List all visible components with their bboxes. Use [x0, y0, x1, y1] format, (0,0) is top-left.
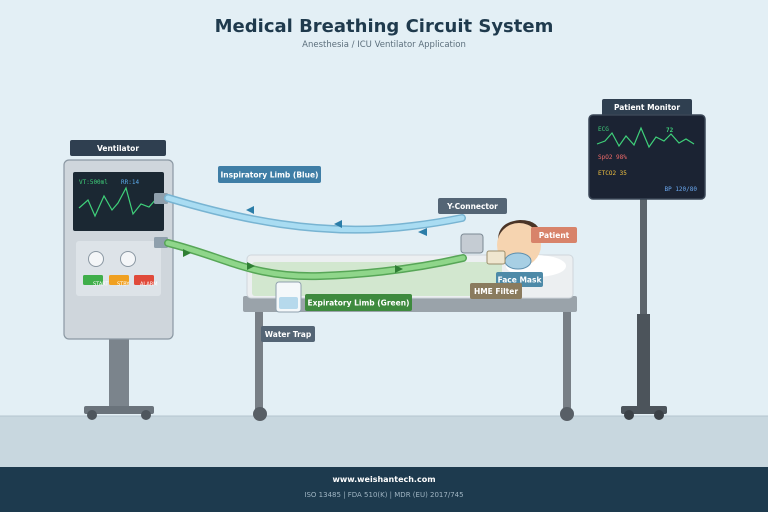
- inspiratory-flow-arrow-3: [418, 228, 427, 236]
- y-connector-callout: Y-Connector: [438, 198, 507, 214]
- water-trap-fluid: [279, 297, 298, 309]
- patient-monitor: Patient Monitor ECG 72 SpO2 98% ETCO2 35…: [588, 99, 706, 420]
- footer-bar: [0, 467, 768, 512]
- alarm-button-label: ALARM: [140, 282, 158, 288]
- ventilator-label-box: [70, 140, 166, 156]
- expiratory-limb-label: Expiratory Limb (Green): [308, 299, 410, 308]
- bed-wheel-right: [560, 407, 574, 421]
- monitor-ecg-label: ECG: [598, 126, 609, 133]
- footer-certifications: ISO 13485 | FDA 510(K) | MDR (EU) 2017/7…: [304, 491, 463, 499]
- hme-filter-label-box: [470, 283, 522, 299]
- ventilator-knob-left[interactable]: [88, 251, 104, 267]
- expiratory-limb-callout: Expiratory Limb (Green): [305, 294, 412, 311]
- inspiratory-tube: [165, 195, 465, 233]
- ventilator-wheel-left: [87, 410, 97, 420]
- start-button[interactable]: [83, 275, 103, 285]
- monitor-label: Patient Monitor: [614, 103, 680, 112]
- monitor-wheel-right: [654, 410, 664, 420]
- expiratory-tube: [165, 240, 466, 279]
- footer-website-link[interactable]: www.weishantech.com: [332, 475, 435, 484]
- monitor-stand-pole: [640, 198, 647, 316]
- patient-callout: Patient: [531, 227, 577, 243]
- hme-filter: [486, 250, 506, 265]
- monitor-label-box: [602, 99, 692, 116]
- alarm-button[interactable]: [134, 275, 154, 285]
- page-title: Medical Breathing Circuit System: [215, 16, 554, 37]
- inspiratory-limb-callout: Inspiratory Limb (Blue): [218, 166, 321, 183]
- monitor-heart-rate: 72: [666, 127, 674, 134]
- expiratory-limb-label-box: [305, 294, 412, 311]
- patient-label-box: [531, 227, 577, 243]
- monitor-screen: [588, 114, 706, 200]
- page-subtitle: Anesthesia / ICU Ventilator Application: [302, 40, 466, 50]
- ventilator-vt-readout: VT:500ml: [79, 179, 108, 186]
- ventilator-control-panel: [76, 241, 161, 296]
- inspiratory-limb-label-box: [218, 166, 321, 183]
- inspiratory-limb-label: Inspiratory Limb (Blue): [221, 171, 319, 180]
- hme-filter-callout: HME Filter: [470, 283, 522, 299]
- y-connector: [460, 233, 484, 254]
- water-trap-label-box: [261, 326, 315, 342]
- ventilator-wheel-right: [141, 410, 151, 420]
- ventilator-stand-pole: [109, 338, 129, 410]
- monitor-bp: BP 120/80: [664, 186, 697, 193]
- bed-leg-right: [563, 310, 571, 412]
- inspiratory-port: [154, 193, 168, 204]
- monitor-ecg-waveform: [596, 126, 695, 149]
- expiratory-flow-arrow-2: [247, 262, 255, 270]
- patient: [460, 220, 541, 270]
- patient-label: Patient: [539, 231, 570, 240]
- y-connector-label: Y-Connector: [446, 202, 498, 211]
- ventilator-rr-readout: RR:14: [121, 179, 139, 186]
- water-trap: [275, 281, 302, 313]
- expiratory-limb: [164, 239, 467, 281]
- ventilator-label: Ventilator: [97, 144, 139, 153]
- bed-blanket: [252, 262, 502, 296]
- monitor-wheel-left: [624, 410, 634, 420]
- bed-leg-left: [255, 310, 263, 412]
- water-trap-label: Water Trap: [265, 330, 312, 339]
- face-mask: [504, 252, 532, 270]
- hme-filter-label: HME Filter: [474, 287, 518, 296]
- inspiratory-flow-arrow-2: [334, 220, 342, 228]
- bed-wheel-left: [253, 407, 267, 421]
- standby-button-label: STBY: [117, 282, 130, 288]
- inspiratory-flow-arrow-1: [246, 206, 254, 214]
- expiratory-port: [154, 237, 168, 248]
- standby-button[interactable]: [109, 275, 129, 285]
- water-trap-callout: Water Trap: [261, 326, 315, 342]
- start-button-label: START: [93, 282, 109, 288]
- y-connector-label-box: [438, 198, 507, 214]
- ventilator-knob-right[interactable]: [120, 251, 136, 267]
- floor: [0, 416, 768, 468]
- expiratory-flow-arrow-3: [395, 265, 403, 273]
- ventilator-waveform: [78, 186, 158, 218]
- monitor-stand-lower: [637, 314, 650, 410]
- ventilator: Ventilator VT:500ml RR:14 START STBY ALA…: [63, 140, 174, 420]
- face-mask-label: Face Mask: [498, 276, 543, 285]
- ventilator-stand-base: [84, 406, 154, 414]
- monitor-spo2: SpO2 98%: [598, 154, 627, 161]
- inspiratory-limb: [164, 194, 466, 236]
- monitor-etco2: ETCO2 35: [598, 170, 627, 177]
- expiratory-flow-arrow-1: [183, 249, 191, 257]
